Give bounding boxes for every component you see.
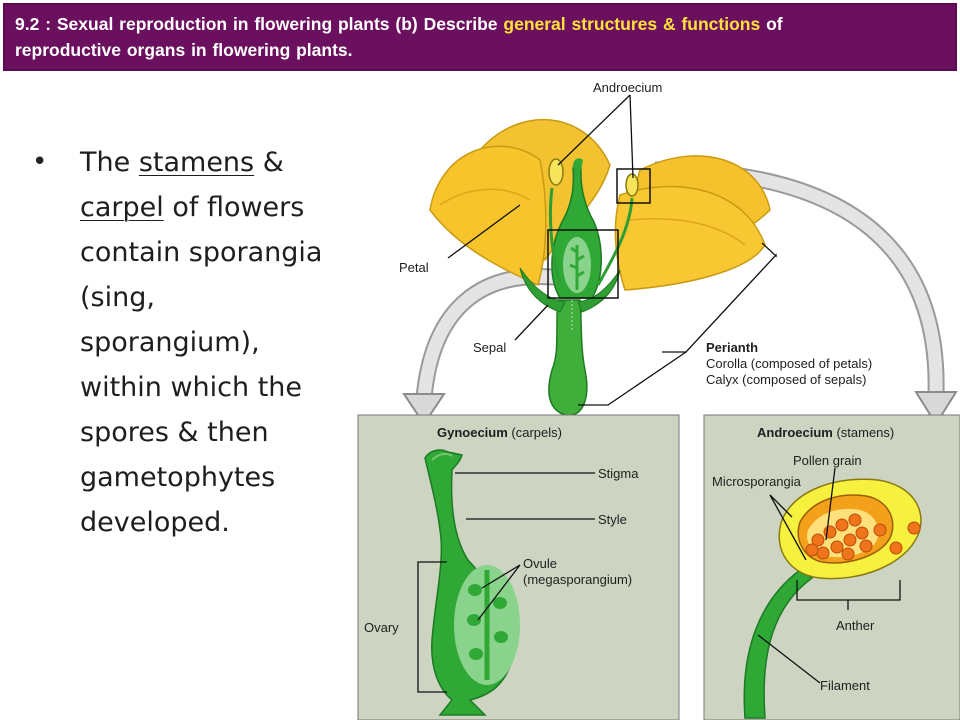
title-line1-prefix: 9.2 : Sexual reproduction in flowering p… <box>15 14 504 34</box>
label-filament: Filament <box>820 678 870 693</box>
label-anther: Anther <box>836 618 875 633</box>
title-line1-suffix: of <box>760 14 783 34</box>
label-petal: Petal <box>399 260 429 275</box>
label-perianth: Perianth <box>706 340 758 355</box>
title-highlight: general structures & functions <box>503 14 761 34</box>
term-stamens: stamens <box>138 147 255 178</box>
label-pollen-grain: Pollen grain <box>793 453 862 468</box>
label-ovule: Ovule <box>523 556 557 571</box>
label-megasporangium: (megasporangium) <box>523 572 632 587</box>
label-sepal: Sepal <box>473 340 506 355</box>
label-calyx: Calyx (composed of sepals) <box>706 372 866 387</box>
gynoecium-panel: Gynoecium (carpels) Stigma Style Ovule (… <box>357 414 680 720</box>
label-style: Style <box>598 512 627 527</box>
svg-text:Androecium (stamens): Androecium (stamens) <box>757 425 894 440</box>
term-carpel: carpel <box>80 192 164 223</box>
flower-illustration <box>429 118 771 416</box>
svg-text:Gynoecium (carpels): Gynoecium (carpels) <box>437 425 562 440</box>
label-carpels: (carpels) <box>508 425 562 440</box>
title-banner: 9.2 : Sexual reproduction in flowering p… <box>3 3 957 71</box>
title-line2: reproductive organs in flowering plants. <box>15 40 353 60</box>
bullet-dot-icon: • <box>32 147 48 177</box>
bullet-text: The stamens & carpel of flowers contain … <box>80 147 323 538</box>
androecium-panel: Androecium (stamens) Pollen grain Micros… <box>703 414 960 720</box>
label-microsporangia: Microsporangia <box>712 474 802 489</box>
label-gynoecium: Gynoecium <box>437 425 508 440</box>
label-ovary: Ovary <box>364 620 399 635</box>
flower-leader-lines <box>447 94 777 406</box>
label-corolla: Corolla (composed of petals) <box>706 356 872 371</box>
label-androecium-panel: Androecium <box>757 425 833 440</box>
label-stigma: Stigma <box>598 466 639 481</box>
label-stamens: (stamens) <box>833 425 894 440</box>
label-androecium: Androecium <box>593 80 662 95</box>
title-text: 9.2 : Sexual reproduction in flowering p… <box>15 11 945 63</box>
